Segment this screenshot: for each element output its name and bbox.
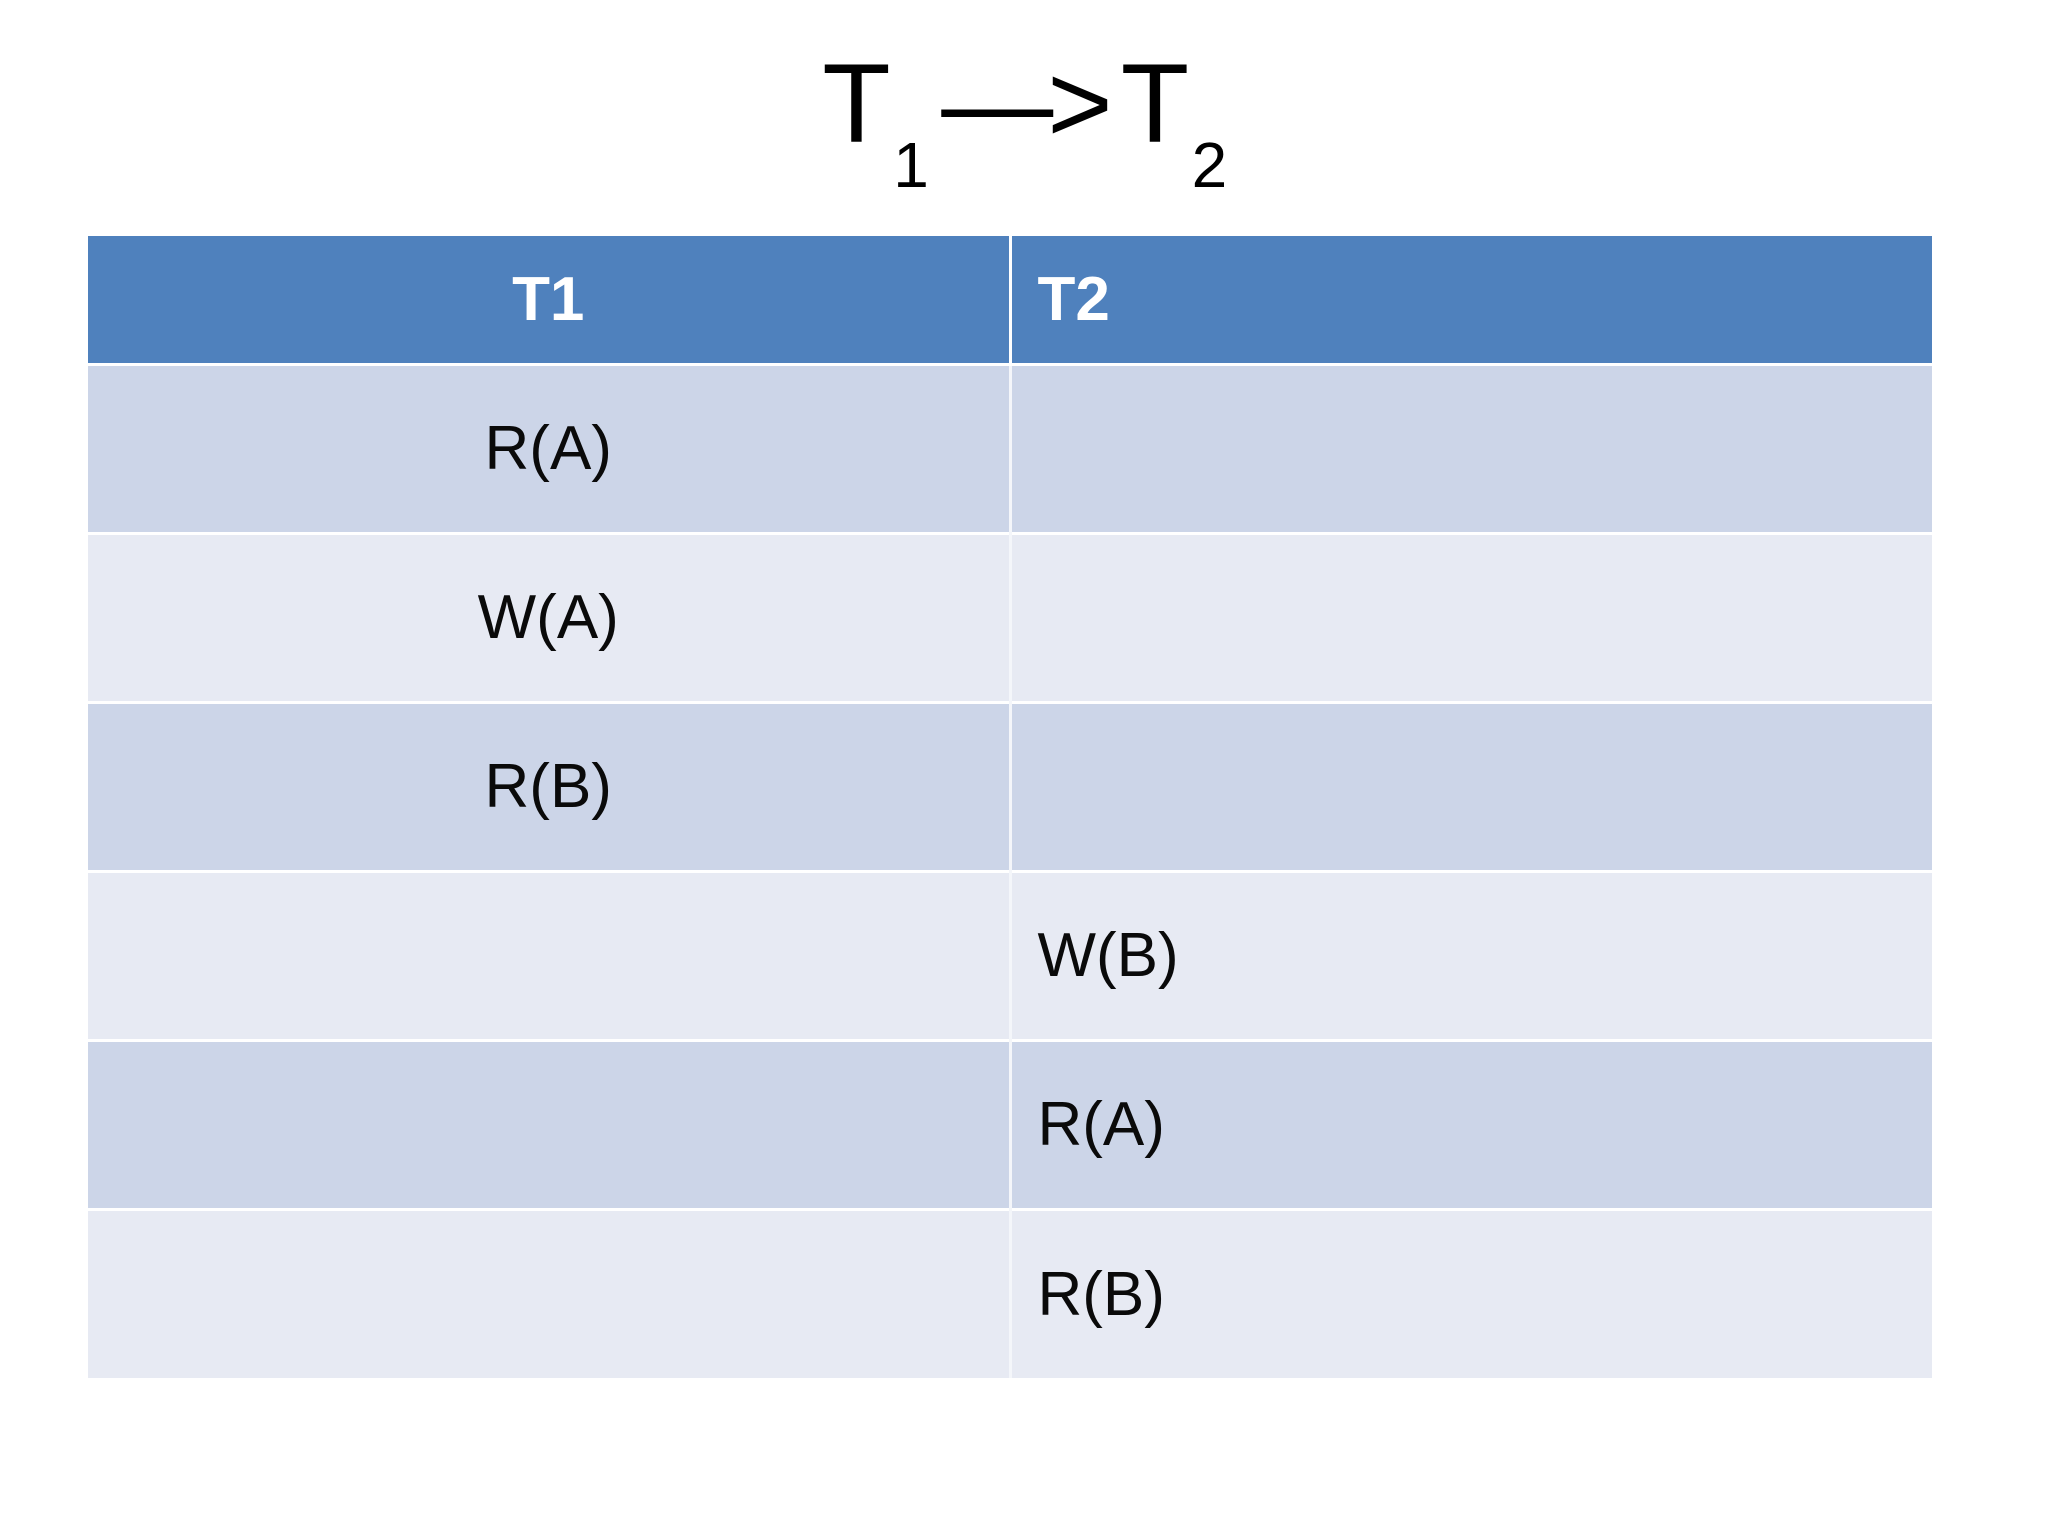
cell-t1-op-5 [88, 1038, 1012, 1209]
cell-t2-op-1 [1010, 362, 1932, 533]
table-row: W(A) [88, 531, 1932, 702]
cell-t2-op-4: W(B) [1010, 869, 1932, 1040]
cell-t1-op-6 [88, 1207, 1012, 1378]
column-header-t1: T1 [88, 236, 1012, 364]
schedule-table: T1 T2 R(A) W(A) R(B) W(B) R [88, 236, 1932, 1378]
schedule-table-container: T1 T2 R(A) W(A) R(B) W(B) R [88, 236, 1932, 1378]
cell-t2-op-3 [1010, 700, 1932, 871]
table-row: W(B) [88, 869, 1932, 1040]
table-row: R(B) [88, 700, 1932, 871]
table-body: R(A) W(A) R(B) W(B) R(A) R(B) [88, 362, 1932, 1378]
page-title: T1—>T2 [0, 41, 2048, 198]
table-row: R(A) [88, 1038, 1932, 1209]
title-t1-symbol: T [822, 41, 892, 166]
cell-t1-op-4 [88, 869, 1012, 1040]
title-arrow: —> [941, 41, 1112, 166]
table-header-row: T1 T2 [88, 236, 1932, 364]
title-t2-symbol: T [1120, 41, 1190, 166]
cell-t1-op-3: R(B) [88, 700, 1012, 871]
table-row: R(A) [88, 362, 1932, 533]
table-row: R(B) [88, 1207, 1932, 1378]
cell-t2-op-6: R(B) [1010, 1207, 1932, 1378]
cell-t2-op-2 [1010, 531, 1932, 702]
title-t1-subscript: 1 [893, 129, 930, 202]
table-header: T1 T2 [88, 236, 1932, 364]
column-header-t2: T2 [1010, 236, 1932, 364]
cell-t2-op-5: R(A) [1010, 1038, 1932, 1209]
cell-t1-op-2: W(A) [88, 531, 1012, 702]
title-t2-subscript: 2 [1191, 129, 1228, 202]
cell-t1-op-1: R(A) [88, 362, 1012, 533]
